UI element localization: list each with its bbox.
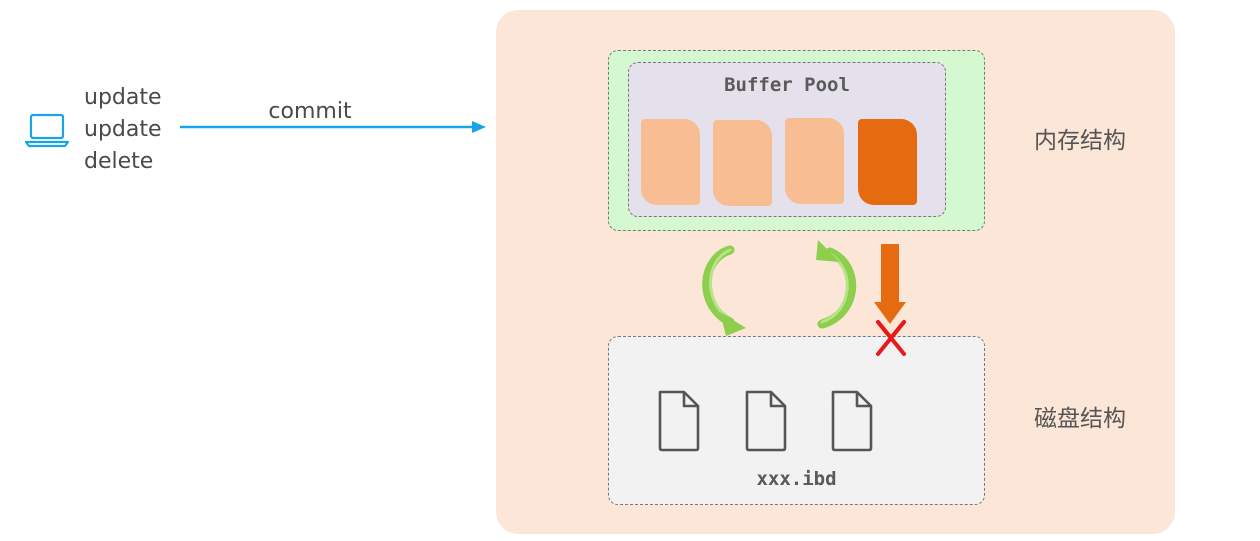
file-icon	[831, 390, 873, 452]
operation-item: update	[84, 85, 162, 110]
operation-item: update	[84, 117, 162, 142]
operation-item: delete	[84, 149, 154, 174]
commit-arrow	[180, 121, 486, 133]
memory-structure-label: 内存结构	[1034, 128, 1126, 154]
curved-arrow-up-icon	[816, 240, 857, 329]
ibd-file-label: xxx.ibd	[756, 468, 837, 490]
file-icon	[658, 390, 700, 452]
buffer-page	[641, 119, 700, 205]
blocked-cross-icon	[876, 320, 906, 356]
disk-structure-label: 磁盘结构	[1034, 406, 1126, 432]
file-icon	[745, 390, 787, 452]
flush-arrow-icon	[874, 244, 906, 324]
commit-label: commit	[268, 99, 352, 124]
operation-list: update update delete	[84, 82, 194, 178]
sync-arrows	[702, 240, 906, 346]
buffer-page	[713, 120, 772, 206]
dirty-buffer-page	[858, 119, 917, 205]
disk-structure-box	[608, 336, 985, 505]
curved-arrow-down-icon	[702, 245, 746, 336]
laptop-icon	[24, 113, 70, 148]
buffer-page	[785, 118, 844, 204]
buffer-pool-title: Buffer Pool	[724, 74, 850, 96]
